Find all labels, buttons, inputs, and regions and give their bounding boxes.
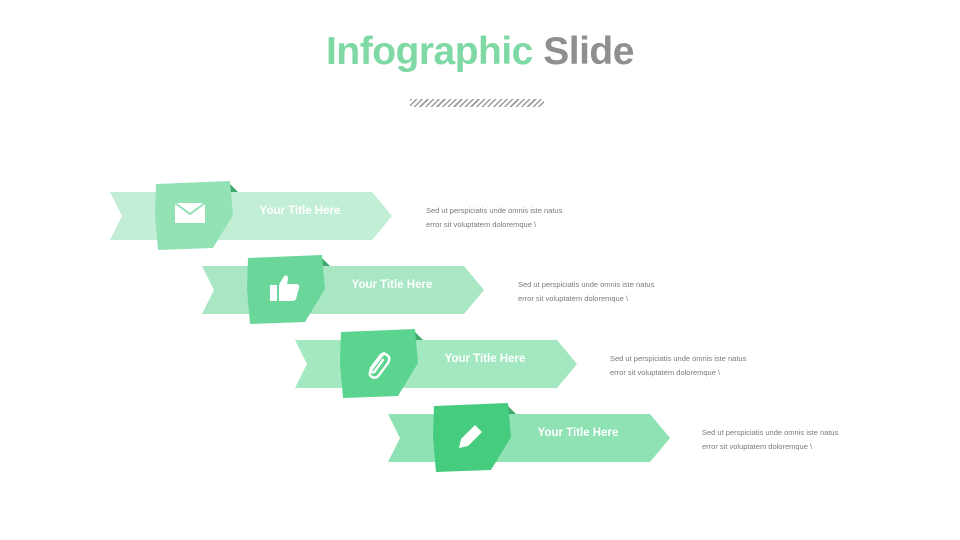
step-3-graphic bbox=[295, 329, 577, 398]
step-1-desc-line-1: Sed ut perspiciatis unde omnis iste natu… bbox=[426, 206, 563, 215]
step-3: Your Title Here bbox=[295, 326, 595, 402]
pencil-icon bbox=[459, 425, 482, 448]
step-3-description: Sed ut perspiciatis unde omnis iste natu… bbox=[610, 352, 810, 380]
envelope-icon bbox=[174, 202, 206, 223]
step-4-desc-line-2: error sit voluptatem doloremque \ bbox=[702, 442, 813, 451]
title-part-2: Slide bbox=[543, 30, 634, 73]
step-1-desc-line-2: error sit voluptatem doloremque \ bbox=[426, 220, 537, 229]
step-2-desc-line-2: error sit voluptatem doloremque \ bbox=[518, 294, 629, 303]
step-2-desc-line-1: Sed ut perspiciatis unde omnis iste natu… bbox=[518, 280, 655, 289]
step-2-description: Sed ut perspiciatis unde omnis iste natu… bbox=[518, 278, 718, 306]
step-4: Your Title Here bbox=[388, 400, 688, 476]
step-4-desc-line-1: Sed ut perspiciatis unde omnis iste natu… bbox=[702, 428, 839, 437]
step-2-title: Your Title Here bbox=[351, 279, 433, 291]
title-divider bbox=[410, 99, 544, 107]
step-3-desc-line-1: Sed ut perspiciatis unde omnis iste natu… bbox=[610, 354, 747, 363]
step-4-description: Sed ut perspiciatis unde omnis iste natu… bbox=[702, 426, 902, 454]
step-1-title: Your Title Here bbox=[259, 205, 341, 217]
slide-title: Infographic Slide bbox=[0, 30, 960, 74]
step-1: Your Title Here bbox=[110, 178, 410, 254]
step-4-title: Your Title Here bbox=[537, 427, 619, 439]
title-part-1: Infographic bbox=[326, 30, 533, 73]
step-3-title: Your Title Here bbox=[444, 353, 526, 365]
paperclip-icon bbox=[368, 351, 391, 379]
step-1-description: Sed ut perspiciatis unde omnis iste natu… bbox=[426, 204, 626, 232]
thumbs-up-icon bbox=[270, 275, 300, 301]
step-2: Your Title Here bbox=[202, 252, 502, 328]
step-3-desc-line-2: error sit voluptatem doloremque \ bbox=[610, 368, 721, 377]
